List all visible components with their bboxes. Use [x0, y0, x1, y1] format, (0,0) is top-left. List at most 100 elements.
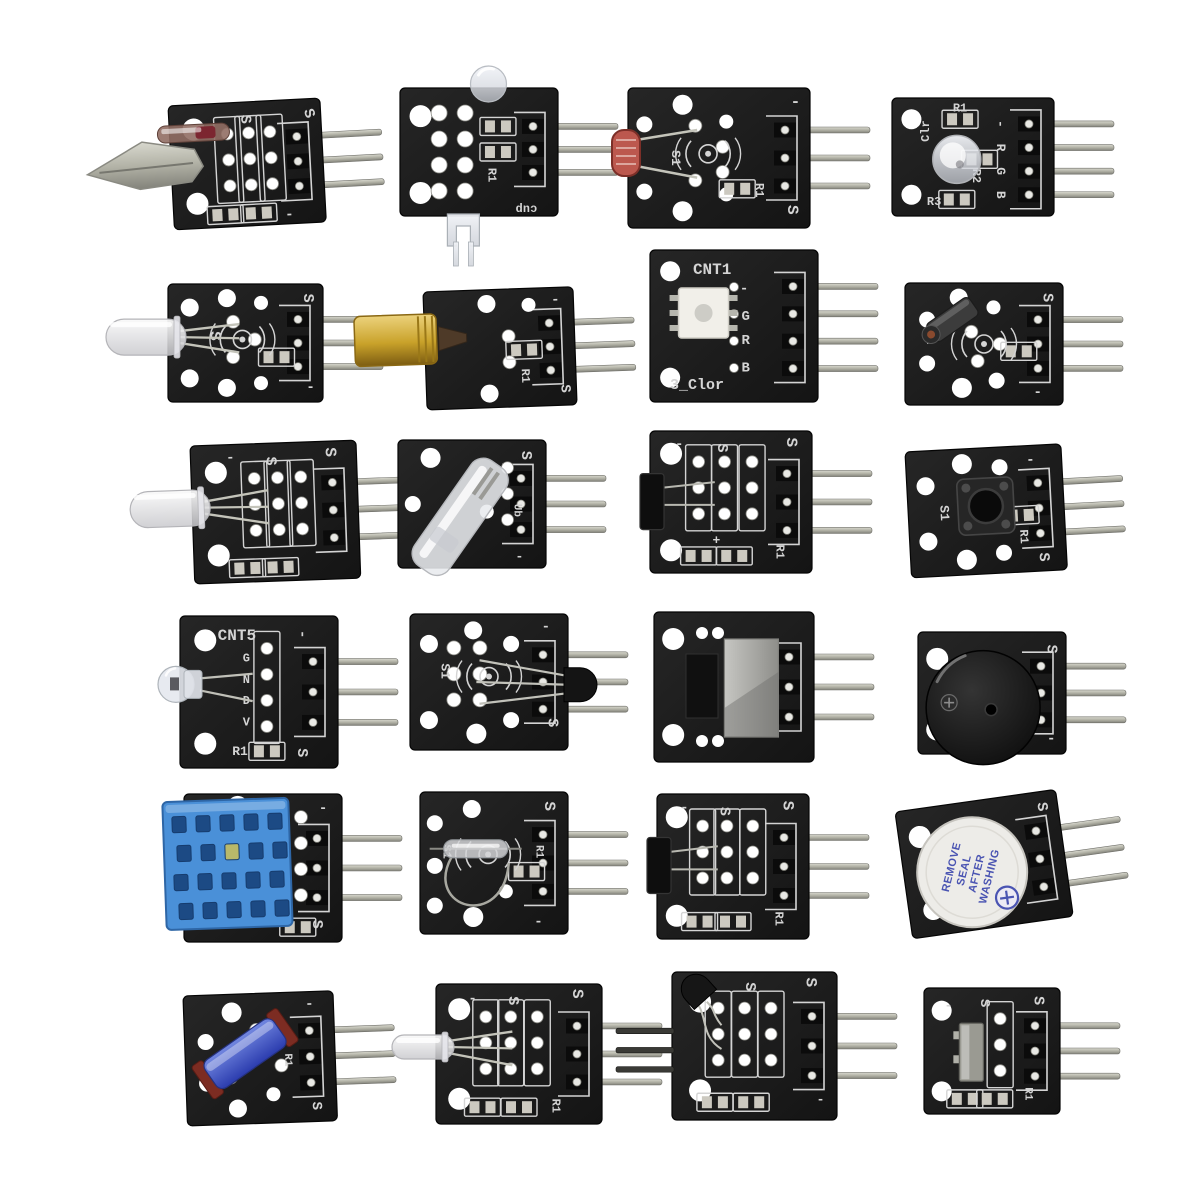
pin-pad-hole	[293, 315, 303, 324]
pin-header-outline	[524, 640, 556, 724]
component-lead	[697, 1005, 723, 1050]
pin-pad-hole	[329, 533, 339, 543]
sound-hole	[984, 702, 998, 717]
led-body	[105, 318, 187, 356]
smd-outline	[257, 347, 296, 367]
mount-hole	[919, 532, 938, 551]
silkscreen-label: R1	[1021, 1087, 1033, 1101]
silkscreen-art	[724, 140, 732, 168]
pin-pad-hole	[779, 862, 789, 871]
component-lead	[476, 680, 569, 686]
silkscreen-label: -	[791, 93, 801, 111]
led-lead	[179, 336, 240, 340]
pad-column-outline	[738, 444, 766, 532]
mount-hole	[180, 298, 199, 317]
led-highlight	[164, 667, 177, 677]
ldr-lead	[635, 128, 698, 142]
vent-hole	[200, 843, 216, 862]
silkscreen-label: V	[243, 715, 251, 729]
pad-column-outline	[688, 808, 717, 896]
silkscreen-label: -	[515, 549, 523, 564]
solder-pad	[247, 472, 261, 485]
mount-hole	[919, 355, 936, 372]
smd-pad	[506, 1101, 516, 1114]
solder-pad	[992, 337, 1007, 351]
to92-sensor	[563, 667, 598, 703]
pin-pad-hole	[538, 704, 548, 714]
solder-pad	[446, 692, 462, 708]
solder-pad	[223, 179, 237, 193]
vent-hole	[267, 812, 283, 830]
mount-hole	[426, 857, 443, 874]
pin-pad-hole	[538, 887, 548, 896]
smd-pad	[685, 549, 696, 562]
metal-clip-edge	[99, 162, 194, 174]
led-highlight	[476, 66, 495, 77]
pin-header-outline	[768, 458, 800, 546]
silkscreen-label: R1	[232, 744, 248, 759]
silkscreen-label: cup	[516, 201, 538, 215]
smd-pad	[951, 1092, 962, 1105]
silkscreen-label: S	[206, 331, 224, 341]
mount-hole	[689, 1079, 712, 1102]
module-pushbutton-module: S1-R1S	[904, 443, 1126, 579]
smd-leg	[669, 310, 679, 316]
silkscreen-label: -	[306, 380, 314, 396]
mount-hole	[662, 628, 685, 650]
solder-pad	[430, 130, 448, 148]
vent-hole	[224, 843, 240, 861]
tube-shade	[429, 526, 459, 553]
cylinder-highlight	[206, 1021, 274, 1071]
button-contact	[999, 481, 1009, 491]
pin-pad-hole	[1031, 826, 1041, 836]
silkscreen-label: -	[305, 996, 314, 1012]
mount-hole	[420, 447, 441, 468]
mount-hole	[217, 289, 236, 308]
smd-outline	[248, 741, 286, 761]
component-lead	[479, 659, 573, 678]
pin-header-outline	[502, 463, 534, 545]
silkscreen-label: 3_Clor	[670, 377, 724, 394]
disc-ring	[925, 825, 1019, 919]
solder-pad	[243, 152, 257, 166]
component-lead	[668, 845, 718, 853]
silkscreen-label: R1	[752, 183, 766, 197]
silkscreen-label: R1	[518, 368, 532, 383]
silkscreen-label: S	[779, 801, 797, 811]
solder-pad	[530, 1036, 544, 1050]
solder-pad	[501, 513, 514, 527]
silkscreen-label: S	[782, 438, 800, 448]
smd-pad	[981, 1092, 992, 1105]
vent-hole	[195, 815, 211, 833]
pin-header-outline	[774, 271, 806, 384]
mount-hole	[197, 1034, 214, 1051]
solder-pad	[456, 156, 474, 174]
slot-cover-shade	[724, 672, 779, 737]
knock-cylinder	[921, 297, 979, 345]
component-lead	[661, 481, 715, 489]
pin-pad-hole	[306, 1078, 316, 1087]
button-contact	[963, 521, 973, 531]
silkscreen-label: R	[742, 333, 751, 349]
pin-pad-hole	[546, 365, 556, 375]
solder-pad	[692, 507, 705, 521]
silkscreen-label: -	[534, 915, 542, 931]
module-passive-buzzer-module: S-	[917, 631, 1127, 766]
solder-pad	[530, 1062, 544, 1076]
pin-pad-hole	[807, 1041, 817, 1051]
smd-outline	[732, 1092, 770, 1112]
pin-pad-hole	[312, 834, 322, 843]
silkscreen-art	[981, 341, 987, 347]
pin-pad-hole	[516, 474, 526, 483]
pin-pad-hole	[780, 125, 790, 135]
solder-pad	[729, 336, 739, 346]
silkscreen-label: Ub	[510, 504, 522, 518]
pin-pad-hole	[312, 893, 322, 902]
silkscreen-label: G	[993, 167, 1008, 175]
mount-hole	[462, 800, 481, 819]
smd-pad	[500, 120, 511, 133]
mount-hole	[660, 367, 681, 388]
pin-pad-hole	[779, 891, 789, 900]
tube-pin	[471, 466, 494, 496]
